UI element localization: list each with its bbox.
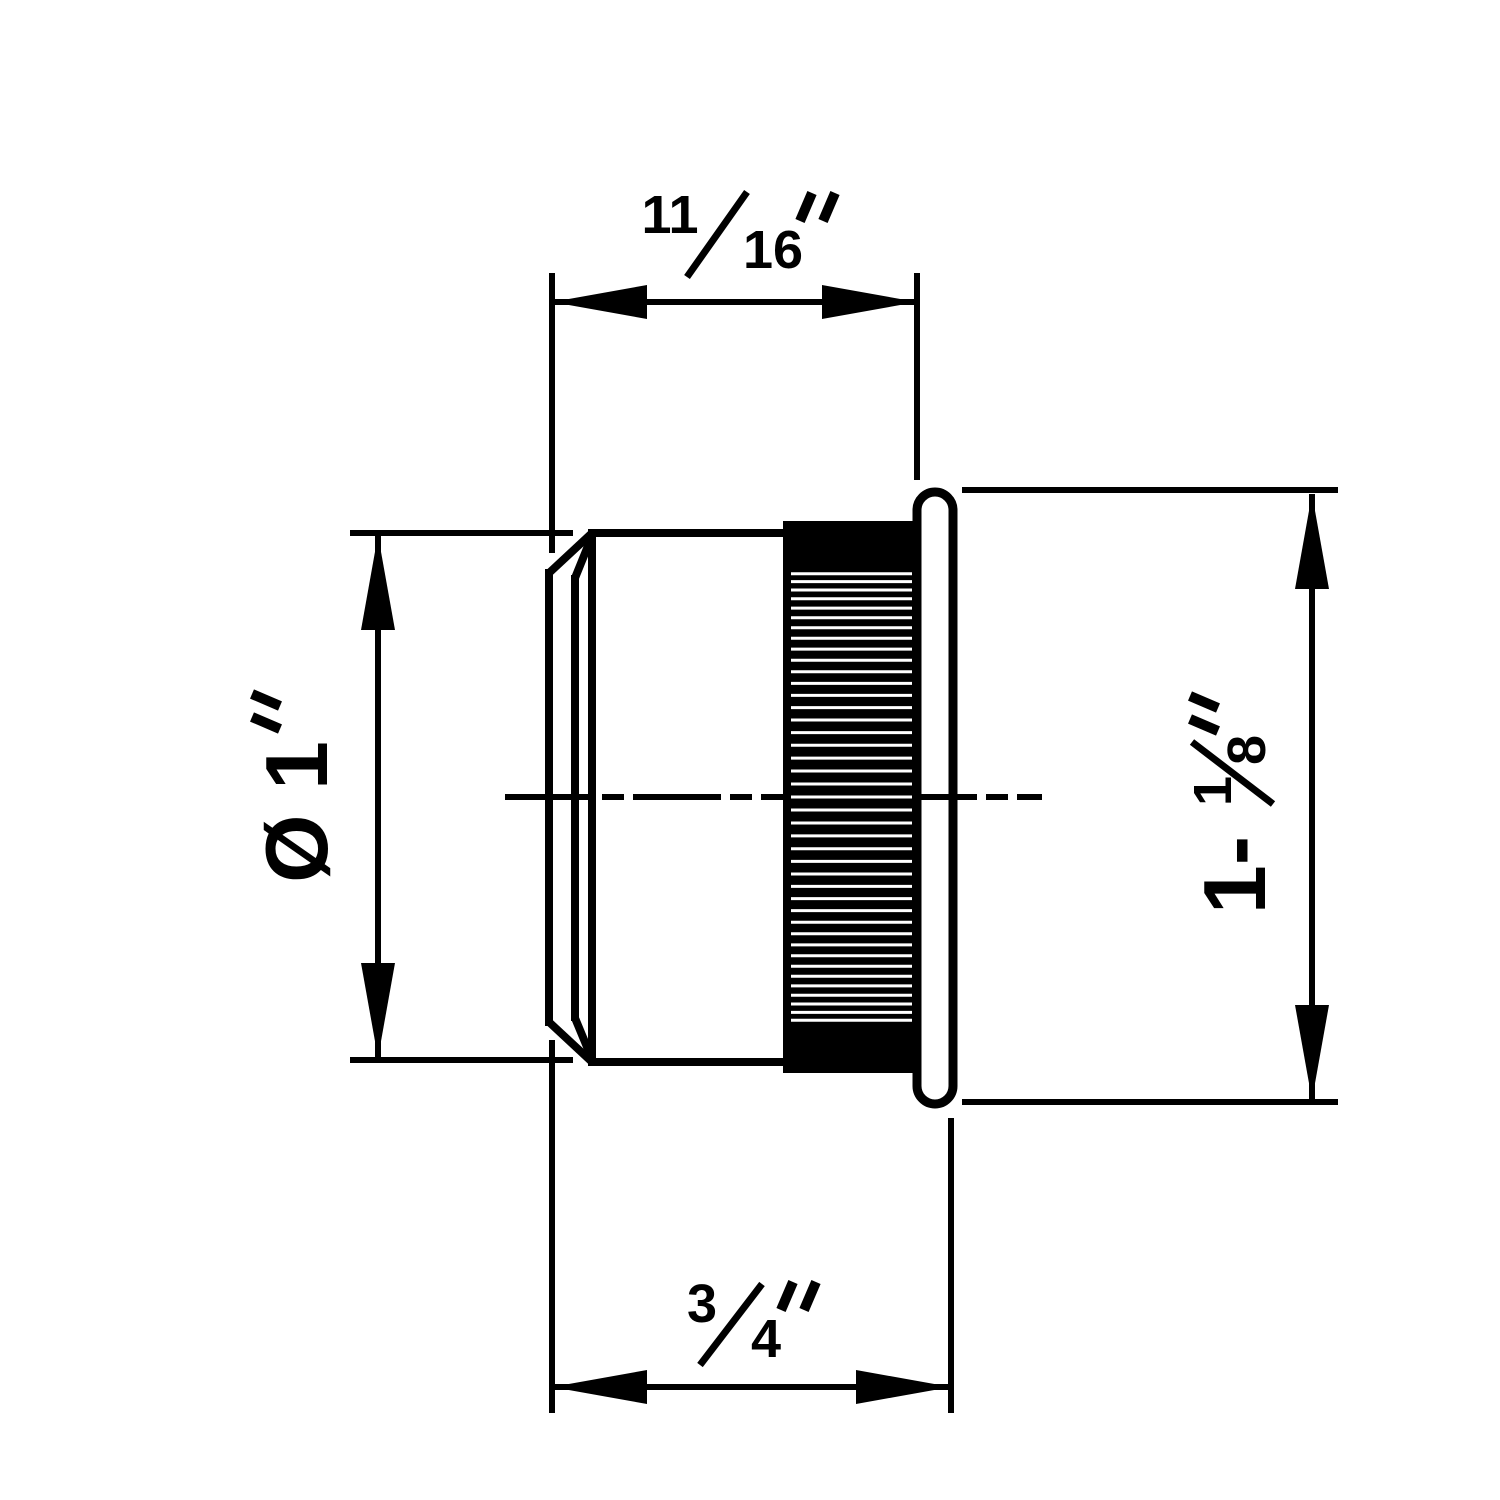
dim-right-whole: 1- bbox=[1185, 836, 1284, 914]
arrow-up-icon bbox=[361, 535, 395, 630]
dim-top-numerator: 11 bbox=[641, 185, 698, 245]
dim-left-value: Ø 1 bbox=[247, 741, 346, 883]
arrow-down-icon bbox=[1295, 1005, 1329, 1100]
inch-mark-icon bbox=[776, 1280, 821, 1312]
knurl-stripes bbox=[791, 572, 912, 1022]
chamfer-top-outer bbox=[546, 530, 595, 576]
dimension-right-diameter: 1- 1 8 bbox=[962, 487, 1338, 1105]
dimension-left-diameter: Ø 1 bbox=[247, 530, 573, 1063]
label-diameter: Ø 1 bbox=[247, 689, 346, 883]
fraction-slash bbox=[1189, 739, 1276, 807]
inch-mark-icon bbox=[1188, 691, 1220, 736]
fraction-slash bbox=[684, 189, 750, 280]
dim-right-numerator: 1 bbox=[1183, 776, 1243, 806]
arrow-left-icon bbox=[552, 1370, 647, 1404]
inch-mark-icon bbox=[250, 689, 282, 734]
dimension-bottom-length: 3 4 bbox=[549, 1040, 954, 1413]
dim-bottom-denominator: 4 bbox=[751, 1309, 781, 1369]
arrow-left-icon bbox=[552, 285, 647, 319]
arrow-right-icon bbox=[856, 1370, 951, 1404]
dimension-top-width: 11 16 bbox=[549, 185, 920, 553]
cylinder-body bbox=[545, 529, 785, 1066]
arrow-down-icon bbox=[361, 963, 395, 1058]
dim-bottom-numerator: 3 bbox=[687, 1274, 717, 1334]
label-flange-diameter: 1- 1 8 bbox=[1183, 691, 1284, 914]
dim-top-denominator: 16 bbox=[743, 220, 803, 280]
inch-mark-icon bbox=[795, 191, 840, 223]
dim-right-denominator: 8 bbox=[1217, 735, 1277, 765]
arrow-right-icon bbox=[822, 285, 917, 319]
chamfer-bottom-outer bbox=[546, 1019, 595, 1065]
arrow-up-icon bbox=[1295, 494, 1329, 589]
knurl-section bbox=[783, 521, 920, 1073]
fraction-slash bbox=[697, 1281, 765, 1368]
